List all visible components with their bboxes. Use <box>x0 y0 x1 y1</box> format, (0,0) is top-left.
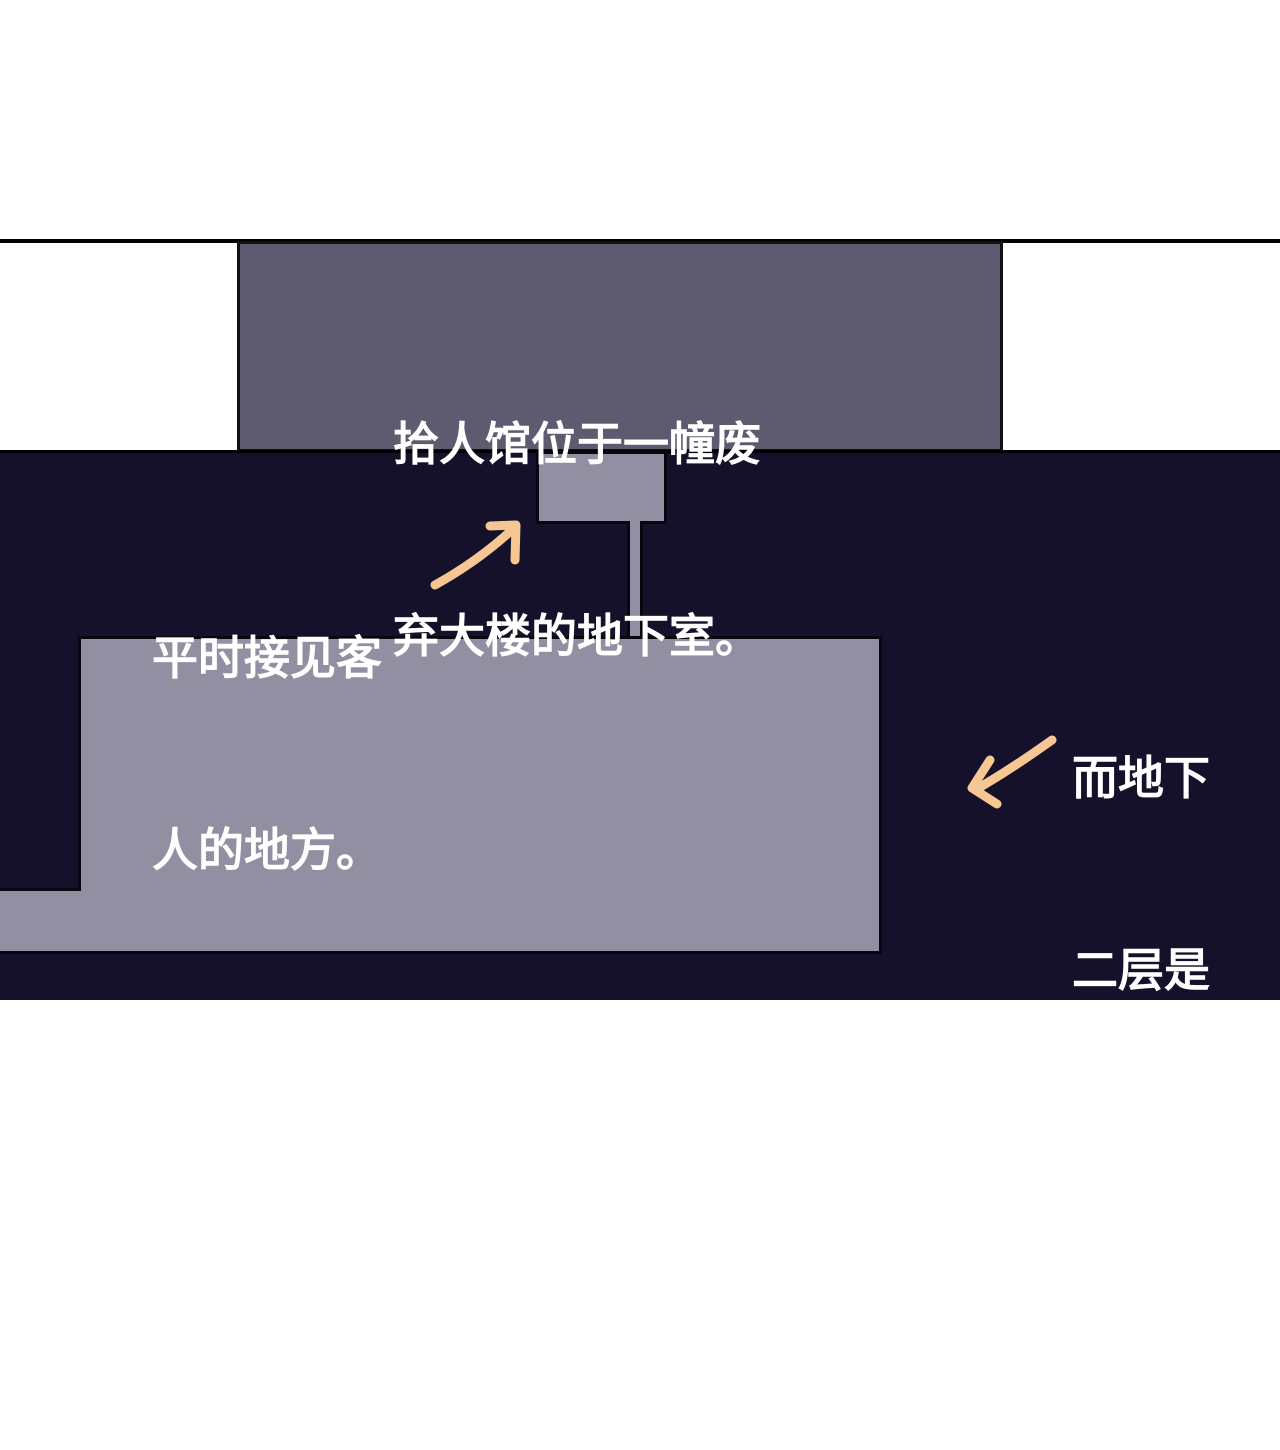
training-room-extension <box>0 888 86 954</box>
training-room <box>78 636 882 954</box>
top-caption-line-1: 拾人馆位于一幢废 <box>393 417 761 471</box>
left-caption-line-2: 人的地方。 <box>152 823 382 877</box>
right-caption: 而地下 二层是 因又的 训练室。 <box>1072 618 1256 1450</box>
left-caption: 平时接见客 人的地方。 <box>152 498 382 946</box>
right-caption-line-2: 二层是 <box>1072 943 1210 997</box>
room-join <box>78 891 84 951</box>
right-caption-line-4: 训练室。 <box>1072 1327 1256 1381</box>
stairway-shaft <box>627 521 643 641</box>
left-caption-line-1: 平时接见客 <box>152 631 382 685</box>
top-caption-box <box>237 241 1003 452</box>
reception-room <box>536 451 667 524</box>
right-caption-line-1: 而地下 <box>1072 751 1210 805</box>
top-caption-line-2: 弃大楼的地下室。 <box>393 609 761 663</box>
right-caption-line-3: 因又的 <box>1072 1135 1210 1189</box>
top-caption: 拾人馆位于一幢废 弃大楼的地下室。 <box>393 284 761 732</box>
